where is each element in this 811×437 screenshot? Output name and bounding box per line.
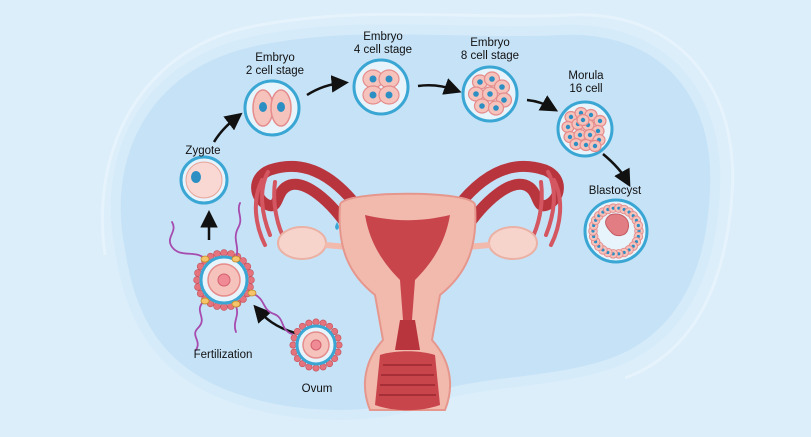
embryo-4-cell <box>352 58 410 116</box>
nucleus <box>479 103 485 109</box>
arrow-embryo4-to-embryo8 <box>417 78 462 95</box>
corona-cell <box>220 303 228 311</box>
arrow-embryo8-to-morula <box>526 95 559 112</box>
nucleus <box>636 223 640 228</box>
zygote-label-text: Zygote <box>185 145 221 157</box>
uterine-cavity <box>365 215 450 320</box>
morula-label-line1: Morula <box>568 70 604 82</box>
corona-cell <box>193 276 201 284</box>
arrows <box>200 75 631 335</box>
fertilization-label: Fertilization <box>194 349 253 362</box>
nucleus <box>568 114 574 120</box>
nucleus <box>611 206 615 210</box>
nucleus <box>499 84 505 90</box>
nucleus <box>573 141 579 147</box>
embryo-8-cell-label-line2: 8 cell stage <box>460 50 520 62</box>
vagina <box>375 351 440 411</box>
corona-cell <box>289 341 297 349</box>
corona-cell <box>239 295 247 303</box>
embryo-8-cell-label: Embryo 8 cell stage <box>461 37 519 63</box>
corona-cell <box>335 341 343 349</box>
nucleus <box>501 97 507 103</box>
fallopian-tube-right <box>449 160 564 236</box>
arrow-zygote-to-embryo2 <box>212 112 243 143</box>
corona-cell <box>312 364 320 372</box>
sperm-heads <box>200 255 257 308</box>
nucleus <box>567 134 573 140</box>
nucleus <box>565 124 571 130</box>
nucleus <box>580 117 586 123</box>
nucleus <box>588 112 594 118</box>
arrow-morula-to-blastocyst <box>602 153 631 188</box>
nucleus <box>577 132 583 138</box>
embryo-4-cell-label-line2: 4 cell stage <box>353 44 413 56</box>
fertilization-label-text: Fertilization <box>193 349 253 361</box>
nucleus <box>473 91 479 97</box>
embryo-4-cell-label: Embryo 4 cell stage <box>354 31 412 57</box>
embryo-2-cell-label-line2: 2 cell stage <box>245 65 305 77</box>
embryo-8-cell-label-line1: Embryo <box>470 37 510 49</box>
embryo-8-cell <box>461 65 519 123</box>
ovum-label: Ovum <box>302 383 333 396</box>
vaginal-folds <box>379 364 436 396</box>
nucleus <box>493 105 499 111</box>
ovary-left <box>277 226 327 260</box>
arrow-embryo2-to-embryo4 <box>306 75 349 97</box>
corona-cell <box>247 276 255 284</box>
nucleus <box>592 143 598 149</box>
nucleus <box>369 75 377 83</box>
nucleus <box>385 91 393 99</box>
embryo-2-cell-label: Embryo 2 cell stage <box>246 52 304 78</box>
nucleus <box>617 252 621 256</box>
blastocyst-cell <box>583 198 649 264</box>
nucleus <box>477 79 483 85</box>
nucleus <box>597 118 603 124</box>
nucleus <box>489 76 495 82</box>
morula-label: Morula 16 cell <box>568 70 603 96</box>
nucleus <box>369 91 377 99</box>
ovary-right <box>488 226 538 260</box>
zygote-cell <box>179 155 229 205</box>
corona-cell <box>312 318 320 326</box>
embryo-2-cell <box>243 79 301 137</box>
nucleus <box>587 132 593 138</box>
fallopian-tube-left <box>251 160 366 236</box>
embryo-4-cell-label-line1: Embryo <box>363 31 403 43</box>
nucleus <box>487 91 493 97</box>
background-blob-outline <box>100 12 735 380</box>
nucleus <box>595 128 601 134</box>
ovum-label-text: Ovum <box>301 383 333 395</box>
morula-cell <box>556 100 614 158</box>
blastocyst-label: Blastocyst <box>589 185 641 198</box>
sperm-group <box>168 202 293 351</box>
egg-drop <box>335 222 339 230</box>
blastocyst-label-text: Blastocyst <box>588 185 642 197</box>
nucleus <box>583 142 589 148</box>
corona-cell <box>220 249 228 257</box>
zygote-label: Zygote <box>185 145 220 158</box>
cervix <box>395 320 420 350</box>
uterus <box>251 160 564 411</box>
embryo-2-cell-label-line1: Embryo <box>255 52 295 64</box>
nucleus <box>385 75 393 83</box>
arrow-ovum-to-fertilization <box>253 304 296 335</box>
morula-label-line2: 16 cell <box>569 83 603 95</box>
ovum-cell <box>289 318 343 372</box>
